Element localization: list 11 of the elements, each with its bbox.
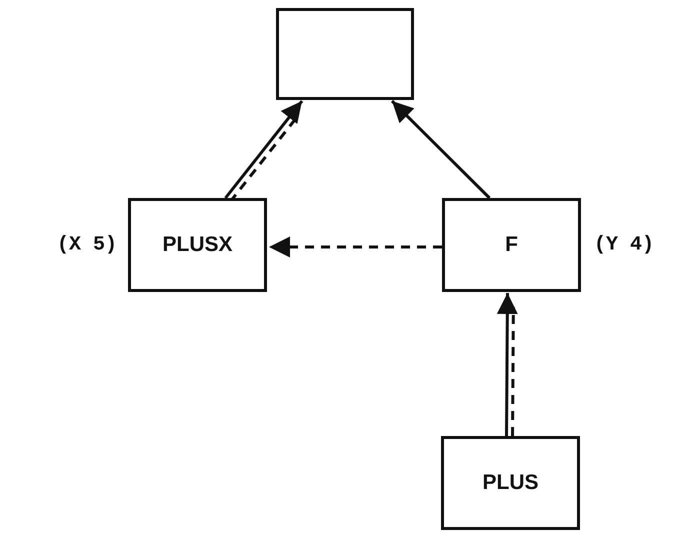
- side-label: (Y 4): [594, 234, 654, 256]
- process-box: [441, 436, 580, 530]
- dashed-arrow: [269, 236, 442, 258]
- empty-box: [276, 8, 414, 100]
- node-label: F: [505, 233, 518, 257]
- side-label: (X 5): [56, 234, 117, 256]
- node-label: PLUSX: [162, 233, 232, 257]
- arrow: [496, 293, 518, 436]
- arrow: [224, 100, 304, 199]
- arrow: [390, 100, 491, 200]
- node-label: PLUS: [482, 471, 538, 495]
